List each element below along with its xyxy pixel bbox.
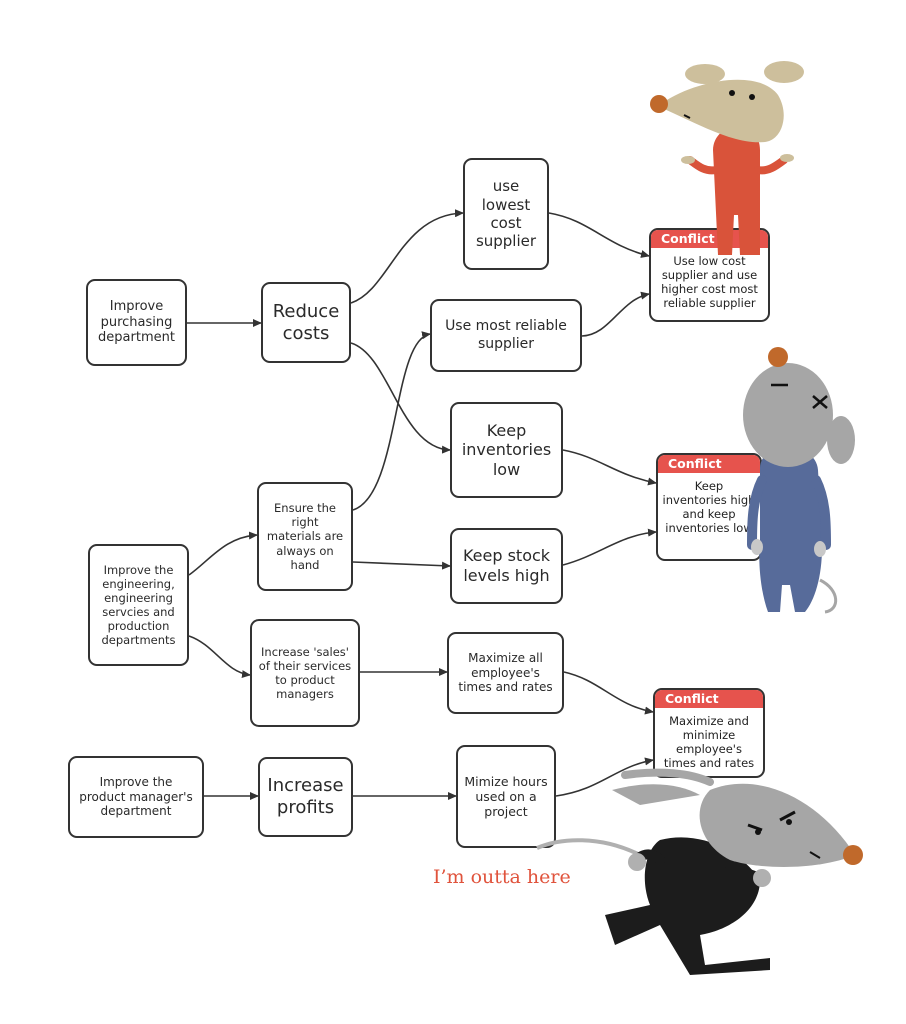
- edge-stock-conflict2: [562, 528, 657, 566]
- node-lowest-cost-supplier: use lowest cost supplier: [463, 158, 549, 270]
- running-mouse-illustration: [536, 768, 863, 975]
- node-ensure-materials: Ensure the right materials are always on…: [257, 482, 353, 591]
- edge-ensure-stock: [352, 561, 451, 570]
- conflict-box-inventories: Conflict Keep inventories high and keep …: [656, 453, 762, 561]
- edge-maximize-conflict3: [563, 671, 654, 715]
- dizzy-mouse-illustration: [743, 347, 855, 614]
- edge-inventories-conflict2: [562, 449, 657, 486]
- edge-reliable-conflict1: [581, 291, 650, 337]
- node-improve-purchasing: Improve purchasing department: [86, 279, 187, 366]
- edge-reduce-lowest: [350, 209, 464, 304]
- node-improve-pm: Improve the product manager's department: [68, 756, 204, 838]
- speech-caption: I’m outta here: [433, 866, 571, 888]
- node-improve-engineering: Improve the engineering, engineering ser…: [88, 544, 189, 666]
- node-increase-sales: Increase 'sales' of their services to pr…: [250, 619, 360, 727]
- conflict-box-employee-times: Conflict Maximize and minimize employee'…: [653, 688, 765, 778]
- conflict-text: Keep inventories high and keep inventori…: [662, 479, 756, 536]
- conflict-label: Conflict: [658, 455, 760, 473]
- edge-minimize-conflict3: [555, 757, 654, 797]
- node-minimize-hours: Mimize hours used on a project: [456, 745, 556, 848]
- node-reduce-costs: Reduce costs: [261, 282, 351, 363]
- edge-ensure-reliable: [352, 331, 431, 511]
- node-keep-inventories-low: Keep inventories low: [450, 402, 563, 498]
- edge-reduce-inventories: [350, 342, 451, 454]
- edge-engineering-sales: [188, 635, 251, 679]
- node-keep-stock-high: Keep stock levels high: [450, 528, 563, 604]
- edge-engineering-ensure: [188, 531, 258, 576]
- node-most-reliable-supplier: Use most reliable supplier: [430, 299, 582, 372]
- conflict-text: Use low cost supplier and use higher cos…: [661, 254, 758, 311]
- conflict-label: Conflict: [651, 230, 768, 248]
- conflict-label: Conflict: [655, 690, 763, 708]
- node-maximize-times: Maximize all employee's times and rates: [447, 632, 564, 714]
- shrugging-mouse-illustration: [650, 61, 804, 255]
- node-increase-profits: Increase profits: [258, 757, 353, 837]
- conflict-text: Maximize and minimize employee's times a…: [663, 714, 755, 771]
- conflict-box-supplier: Conflict Use low cost supplier and use h…: [649, 228, 770, 322]
- edge-lowest-conflict1: [548, 212, 650, 258]
